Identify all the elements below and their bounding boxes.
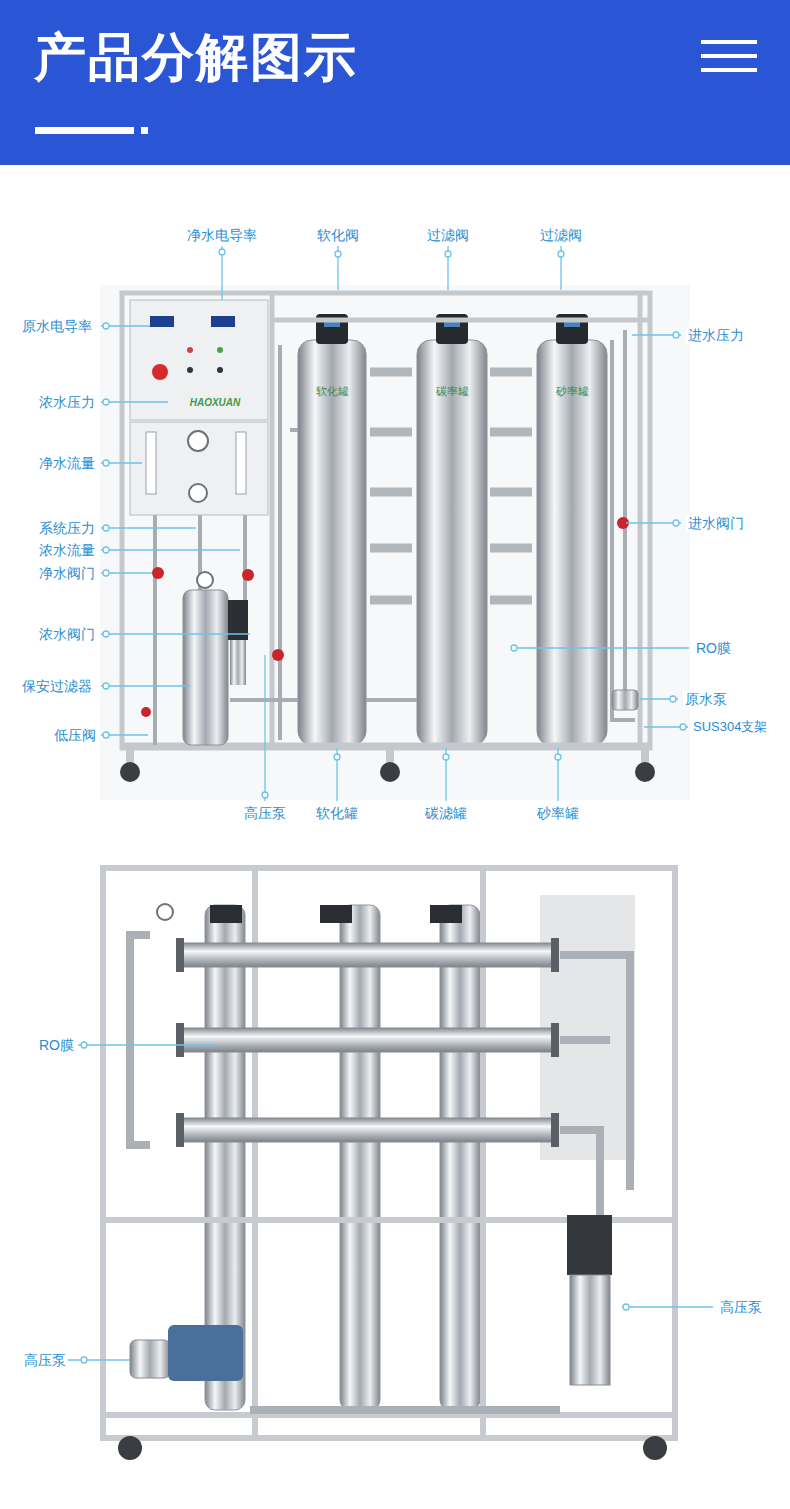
callout-label: 系统压力 (37, 520, 97, 537)
brand-text: HAOXUAN (190, 397, 241, 409)
menu-icon (701, 42, 757, 70)
rear-view-machine (103, 868, 675, 1460)
callout-label: 过滤阀 (538, 227, 584, 244)
callout-label: 浓水阀门 (37, 626, 97, 643)
callout-label: 净水电导率 (185, 227, 259, 244)
tank-text: 砂率罐 (556, 385, 589, 398)
callout-label: 进水阀门 (686, 515, 746, 532)
header-underline (35, 127, 134, 134)
tank-text: 软化罐 (316, 385, 349, 398)
callout-label: 净水阀门 (37, 565, 97, 582)
callout-label: 浓水流量 (37, 542, 97, 559)
callout-label: 砂率罐 (535, 805, 581, 822)
callout-label: 低压阀 (52, 727, 98, 744)
tank-text: 碳率罐 (436, 385, 469, 398)
leader-lines (101, 246, 689, 801)
callout-label: 原水电导率 (20, 318, 94, 335)
header-dot (141, 127, 148, 134)
callout-label: 净水流量 (37, 455, 97, 472)
callout-label: 高压泵 (22, 1352, 68, 1369)
callout-label: 碳滤罐 (423, 805, 469, 822)
callout-label: 软化罐 (314, 805, 360, 822)
leader-lines-rear (68, 1042, 713, 1363)
callout-label: RO膜 (37, 1037, 76, 1054)
callout-label: SUS304支架 (693, 719, 767, 735)
header-band (0, 0, 790, 165)
callout-label: 高压泵 (718, 1299, 764, 1316)
callout-label: 原水泵 (683, 691, 729, 708)
callout-label: 进水压力 (686, 327, 746, 344)
callout-label: 高压泵 (242, 805, 288, 822)
front-view-machine (100, 285, 690, 800)
callout-label: 过滤阀 (425, 227, 471, 244)
callout-label: 浓水压力 (37, 394, 97, 411)
page-title: 产品分解图示 (34, 26, 358, 88)
callout-label: 软化阀 (315, 227, 361, 244)
callout-label: 保安过滤器 (20, 678, 94, 695)
callout-label: RO膜 (694, 640, 733, 657)
